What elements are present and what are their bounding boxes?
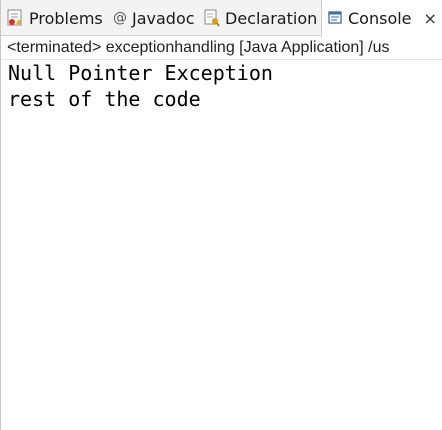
divider	[1, 59, 442, 60]
declaration-icon	[204, 9, 220, 27]
console-line: Null Pointer Exception	[8, 61, 273, 85]
tab-console[interactable]: Console ×	[321, 0, 442, 37]
console-icon	[328, 11, 343, 26]
javadoc-icon: @	[113, 10, 127, 26]
tab-problems[interactable]: Problems	[7, 0, 103, 36]
tab-problems-label: Problems	[29, 8, 103, 28]
console-line: rest of the code	[8, 87, 201, 111]
console-output[interactable]: Null Pointer Exception rest of the code	[8, 60, 438, 112]
tab-javadoc-label: Javadoc	[132, 8, 195, 28]
tab-declaration[interactable]: Declaration	[204, 0, 317, 36]
tab-declaration-label: Declaration	[225, 8, 318, 28]
tab-javadoc[interactable]: @ Javadoc	[113, 0, 195, 36]
process-status-line: <terminated> exceptionhandling [Java App…	[7, 39, 390, 56]
tab-console-label: Console	[348, 9, 412, 28]
view-tab-bar: Problems @ Javadoc Declaration	[1, 0, 442, 37]
close-icon[interactable]: ×	[423, 9, 437, 28]
problems-icon	[7, 9, 24, 27]
